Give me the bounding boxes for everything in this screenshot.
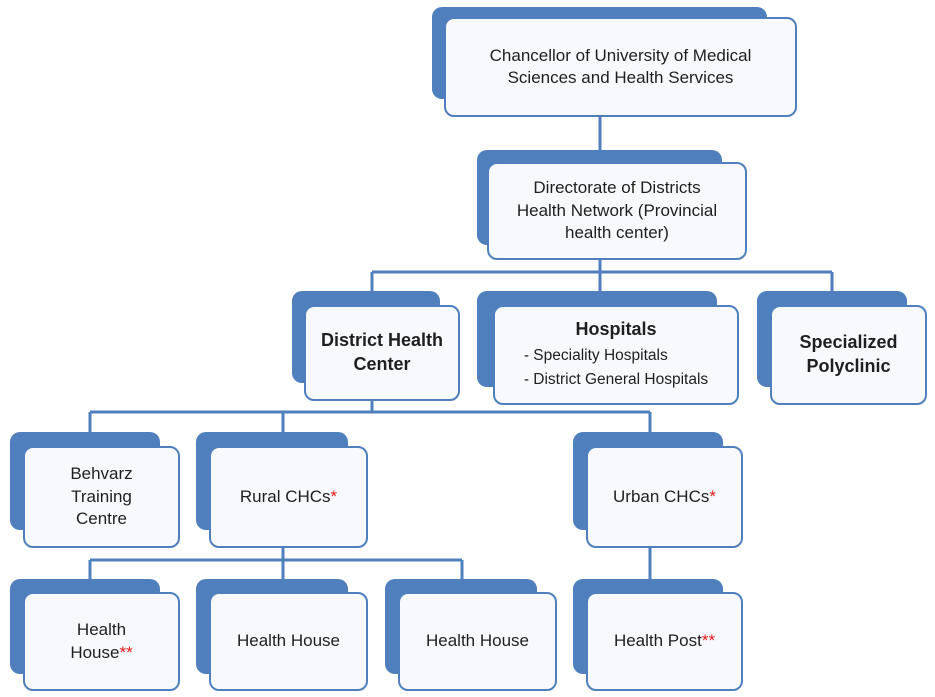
specialized-polyclinic-node: Specialized Polyclinic bbox=[757, 291, 927, 407]
chancellor-line1: Chancellor of University of Medical bbox=[489, 45, 752, 65]
directorate-node: Directorate of Districts Health Network … bbox=[477, 150, 747, 260]
hospitals-item-district-general: - District General Hospitals bbox=[523, 370, 709, 388]
directorate-line3: health center) bbox=[565, 223, 669, 243]
hospitals-node: Hospitals - Speciality Hospitals - Distr… bbox=[477, 291, 739, 407]
hospitals-title: Hospitals bbox=[575, 319, 657, 340]
specialized-polyclinic-line1: Specialized bbox=[799, 332, 898, 353]
behvarz-line2: Training bbox=[71, 486, 132, 506]
chancellor-line2: Sciences and Health Services bbox=[507, 68, 734, 87]
behvarz-training-centre-node: Behvarz Training Centre bbox=[10, 432, 180, 548]
chancellor-node: Chancellor of University of Medical Scie… bbox=[432, 7, 797, 117]
urban-chcs-node: Urban CHCs* bbox=[573, 432, 743, 548]
district-health-center-line2: Center bbox=[353, 354, 411, 374]
health-house-1-line2: House bbox=[70, 642, 120, 662]
health-house-1-marker: ** bbox=[119, 642, 133, 662]
health-house-3-label: Health House bbox=[425, 631, 529, 651]
urban-chcs-label: Urban CHCs bbox=[613, 486, 710, 506]
behvarz-line1: Behvarz bbox=[70, 464, 133, 484]
district-health-center-line1: District Health bbox=[320, 330, 444, 351]
health-house-3-node: Health House bbox=[385, 579, 557, 691]
rural-chcs-node: Rural CHCs* bbox=[196, 432, 368, 548]
health-house-1-line1: Health bbox=[76, 620, 127, 640]
hospitals-list: - Speciality Hospitals - District Genera… bbox=[524, 344, 708, 392]
rural-chcs-label: Rural CHCs bbox=[239, 486, 331, 506]
health-post-marker: ** bbox=[701, 631, 716, 651]
health-house-2-label: Health House bbox=[236, 631, 340, 651]
rural-chcs-marker: * bbox=[330, 486, 338, 506]
health-post-label: Health Post bbox=[613, 631, 702, 651]
behvarz-line3: Centre bbox=[75, 509, 128, 529]
directorate-line1: Directorate of Districts bbox=[533, 178, 701, 198]
district-health-center-node: District Health Center bbox=[292, 291, 460, 401]
urban-chcs-marker: * bbox=[709, 486, 716, 506]
health-post-node: Health Post** bbox=[573, 579, 743, 691]
specialized-polyclinic-line2: Polyclinic bbox=[806, 356, 891, 376]
health-house-1-node: Health House** bbox=[10, 579, 180, 691]
hospitals-item-speciality: - Speciality Hospitals bbox=[523, 346, 668, 364]
health-house-2-node: Health House bbox=[196, 579, 368, 691]
directorate-line2: Health Network (Provincial bbox=[516, 200, 718, 220]
